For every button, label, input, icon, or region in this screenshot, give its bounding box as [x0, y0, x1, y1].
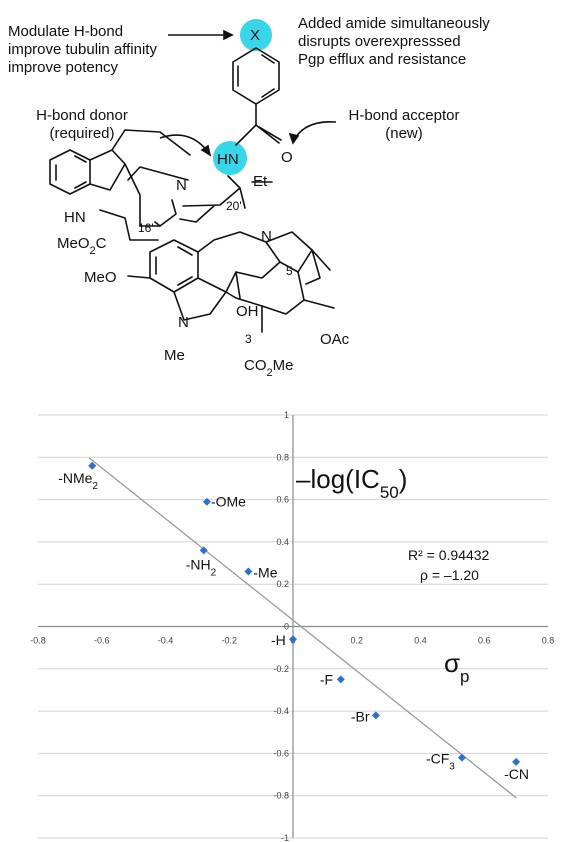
- atom-me: Me: [164, 347, 185, 364]
- y-tick-label: 0: [284, 622, 289, 632]
- y-tick-label: 0.2: [276, 579, 289, 589]
- data-point: [289, 635, 297, 644]
- atom-labels: X HN O N Et 20' HN MeO2C 16' MeO N Me N …: [57, 27, 350, 379]
- point-label: -NMe2: [58, 470, 98, 492]
- chart-title: –log(IC50): [296, 464, 407, 502]
- atom-n-right: N: [261, 228, 272, 245]
- acceptor-note: H-bond acceptor(new): [349, 107, 460, 142]
- atom-c3: 3: [245, 332, 252, 346]
- x-tick-label: -0.6: [94, 636, 110, 646]
- x-highlight: [240, 19, 272, 51]
- x-axis-title: σp: [444, 648, 470, 686]
- carbonyl-bond: [235, 103, 282, 146]
- scheme-arrows: [159, 29, 337, 157]
- atom-n-bottom: N: [178, 314, 189, 331]
- atom-x: X: [250, 27, 260, 44]
- point-label: -NH2: [186, 556, 217, 578]
- y-tick-label: -1: [281, 833, 289, 842]
- y-tick-label: -0.2: [273, 664, 289, 674]
- data-point: [512, 757, 521, 766]
- data-point: [457, 753, 466, 762]
- x-tick-label: -0.4: [158, 636, 174, 646]
- chemical-structure: [49, 19, 335, 333]
- point-label: -F: [320, 671, 333, 687]
- atom-c5: 5: [286, 264, 293, 278]
- point-label: -Br: [351, 708, 370, 724]
- x-tick-label: 0.4: [414, 636, 427, 646]
- atom-hn-indole: HN: [64, 209, 86, 226]
- y-tick-label: -0.4: [273, 706, 289, 716]
- data-point: [244, 567, 253, 576]
- data-points: [88, 461, 521, 766]
- atom-n-top: N: [176, 177, 187, 194]
- data-point: [202, 497, 211, 506]
- atom-o: O: [281, 149, 293, 166]
- vindoline-aryl: [149, 239, 199, 293]
- arrow-acceptor: [293, 121, 337, 141]
- donor-note: H-bond donor(required): [36, 107, 128, 142]
- axes: [38, 415, 548, 838]
- x-tick-label: 0.6: [478, 636, 491, 646]
- data-point: [371, 711, 380, 720]
- atom-hn: HN: [217, 151, 239, 168]
- atom-meo: MeO: [84, 269, 117, 286]
- hn-highlight: [213, 141, 247, 175]
- point-label: -OMe: [211, 494, 246, 510]
- atom-oac: OAc: [320, 331, 350, 348]
- rho-label: ρ = –1.20: [420, 567, 479, 583]
- atom-et: Et: [253, 173, 268, 190]
- y-tick-label: 1: [284, 410, 289, 420]
- benzoyl-ring: [232, 47, 280, 105]
- point-label: -Me: [253, 565, 277, 581]
- tick-labels: 1 0.8 0.6 0.4 0.2 0 -0.2 -0.4 -0.6 -0.8 -1 -0.8 -0.6…: [30, 410, 554, 842]
- point-label: -H: [271, 632, 286, 648]
- y-tick-label: -0.8: [273, 791, 289, 801]
- x-tick-label: -0.8: [30, 636, 46, 646]
- x-tick-label: 0.2: [350, 636, 363, 646]
- point-labels: -NMe2 -OMe -NH2 -Me -H -F -Br -CF3 -CN: [58, 470, 529, 782]
- atom-meo2c: MeO2C: [57, 235, 107, 257]
- y-tick-label: -0.6: [273, 748, 289, 758]
- data-point: [88, 461, 97, 470]
- r-squared-label: R² = 0.94432: [408, 547, 490, 563]
- trendline-path: [88, 457, 517, 799]
- data-point: [199, 546, 208, 555]
- hammett-plot: 1 0.8 0.6 0.4 0.2 0 -0.2 -0.4 -0.6 -0.8 -1 -0.8 -0.6…: [30, 410, 554, 842]
- point-label: -CF3: [426, 751, 455, 773]
- atom-c20: 20': [226, 199, 242, 213]
- y-tick-label: 0.4: [276, 537, 289, 547]
- data-point: [336, 675, 345, 684]
- atom-c16: 16': [138, 221, 154, 235]
- y-tick-label: 0.8: [276, 452, 289, 462]
- point-label: -CN: [504, 766, 529, 782]
- x-tick-label: 0.8: [542, 636, 555, 646]
- x-tick-label: -0.2: [221, 636, 237, 646]
- atom-co2me: CO2Me: [244, 357, 293, 379]
- y-tick-label: 0.6: [276, 495, 289, 505]
- atom-oh: OH: [236, 303, 259, 320]
- trendline: [88, 457, 517, 799]
